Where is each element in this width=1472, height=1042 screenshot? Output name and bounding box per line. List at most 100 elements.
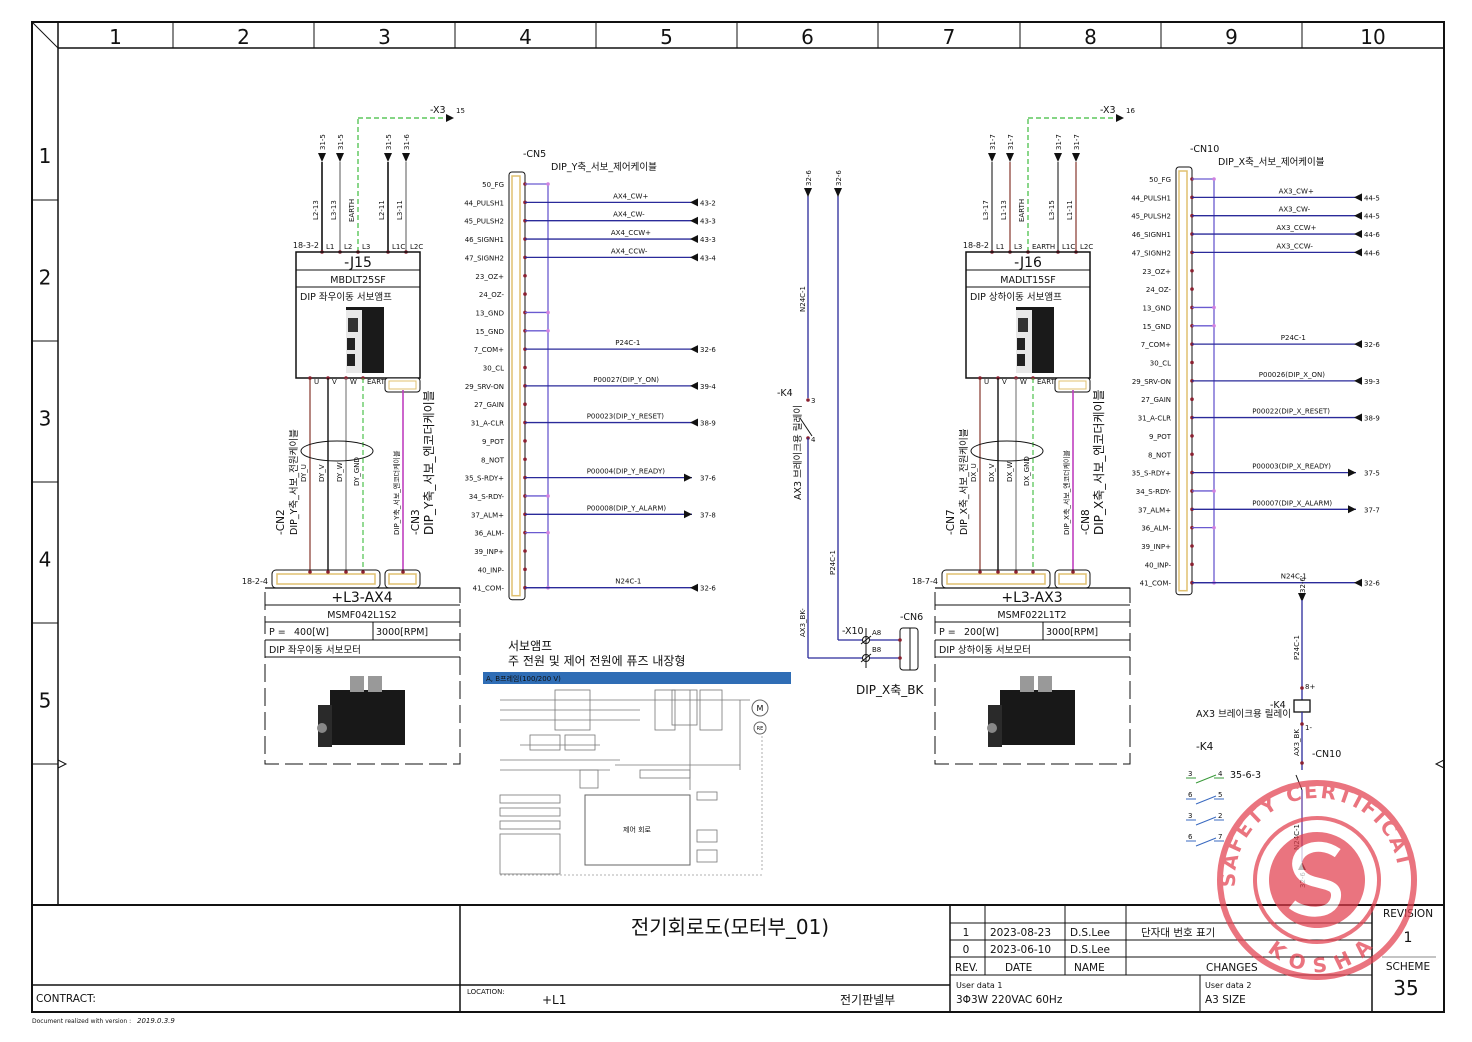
cn10-signal-ref: 44-5 xyxy=(1364,213,1380,221)
row-number: 3 xyxy=(39,407,52,431)
column-number: 3 xyxy=(378,25,391,49)
motor-power-label: P = xyxy=(939,627,956,638)
cn10-signal-label: P24C-1 xyxy=(1281,334,1306,342)
cn10-pin-label: 31_A-CLR xyxy=(1138,415,1171,423)
cn5-signal-ref: 32-6 xyxy=(700,346,716,354)
header-rev: REV. xyxy=(955,962,978,974)
amp-image-port xyxy=(347,338,355,350)
connection-dot xyxy=(523,457,527,462)
earth-terminal-number: 16 xyxy=(1126,107,1135,115)
arrow-right-icon xyxy=(1348,468,1356,477)
servo-diagram-subtitle: 주 전원 및 제어 전원에 퓨즈 내장형 xyxy=(508,654,685,668)
row-number: 4 xyxy=(39,548,52,572)
arrow-left-icon xyxy=(1354,248,1362,257)
column-number: 4 xyxy=(519,25,532,49)
motor-image-shaft xyxy=(987,723,997,733)
cn5-signal-label: AX4_CW- xyxy=(613,211,645,219)
control-circuit-label: 제어 회로 xyxy=(623,825,652,834)
earth-terminal-tag: -X3 xyxy=(430,105,446,116)
cn10-pin-label: 41_COM- xyxy=(1140,580,1172,588)
cn5-tag: -CN5 xyxy=(523,149,546,160)
connection-dot xyxy=(1212,177,1216,181)
coil-pin: 8+ xyxy=(1305,683,1315,691)
cn10-pin-label: 47_SIGNH2 xyxy=(1132,249,1171,257)
column-number: 8 xyxy=(1084,25,1097,49)
cn10-signal-ref: 44-5 xyxy=(1364,194,1380,202)
cn6-connector xyxy=(899,627,919,671)
wire-label: N24C-1 xyxy=(799,286,807,312)
cn5-pin-label: 41_COM- xyxy=(473,585,505,593)
connection-dot xyxy=(1014,570,1018,574)
feed-ref: 31-7 xyxy=(1073,134,1081,150)
cn10-pin-label: 9_POT xyxy=(1149,433,1172,441)
connection-dot xyxy=(523,567,527,572)
cn5-pin-label: 50_FG xyxy=(482,181,504,189)
amp-top-pin: L3 xyxy=(1014,243,1022,251)
revision-date: 2023-08-23 xyxy=(990,927,1051,939)
arrow-down-icon xyxy=(318,153,326,162)
connection-dot xyxy=(401,570,405,574)
contact-switch xyxy=(1195,816,1217,826)
connection-dot xyxy=(546,310,550,315)
cn5-signal-ref: 37-6 xyxy=(700,475,716,483)
cn5-signal-ref: 43-3 xyxy=(700,236,716,244)
encoder-port xyxy=(1054,377,1091,393)
column-number: 2 xyxy=(237,25,250,49)
connection-dot xyxy=(806,398,810,402)
cn5-pin-label: 39_INP+ xyxy=(474,548,504,556)
connection-dot xyxy=(1212,305,1216,310)
amp-image-port xyxy=(1017,338,1025,350)
motor-image-body xyxy=(1000,690,1075,745)
wire-label: L2-11 xyxy=(378,200,386,220)
column-number: 7 xyxy=(943,25,956,49)
drawing-title: 전기회로도(모터부_01) xyxy=(631,915,829,939)
cn10-signal-ref: 32-6 xyxy=(1364,341,1380,349)
header-name: NAME xyxy=(1074,962,1105,974)
cn5-pin-label: 30_CL xyxy=(483,365,504,373)
diagram-block xyxy=(654,689,676,731)
row-number: 1 xyxy=(39,144,52,168)
arrow-left-icon xyxy=(1354,413,1362,422)
amp-image-port xyxy=(347,354,355,366)
revision-date: 2023-06-10 xyxy=(990,944,1051,956)
motor-wire-label: DX_V xyxy=(988,463,996,482)
diagram-block xyxy=(671,689,698,726)
kosha-certification-stamp: SAFETY CERTIFICATION CENTERKOSHA xyxy=(0,0,1418,996)
motor-power-connector-inner xyxy=(276,573,376,585)
cn5-pin-label: 36_ALM- xyxy=(474,530,504,538)
cn10-tag: -CN10 xyxy=(1190,144,1219,155)
connection-dot xyxy=(1190,452,1194,457)
revision-name: D.S.Lee xyxy=(1070,927,1110,939)
servo-motor-model: MSMF022L1T2 xyxy=(997,610,1066,621)
column-number: 5 xyxy=(660,25,673,49)
cn5-pin-label: 31_A-CLR xyxy=(471,420,504,428)
wire-label: AX3_BK xyxy=(1293,729,1301,756)
cn5-pin-label: 8_NOT xyxy=(481,456,505,464)
terminal-b8: B8 xyxy=(872,646,881,654)
cn10-pin-label: 29_SRV-ON xyxy=(1132,378,1171,386)
contact-switch xyxy=(1195,795,1217,805)
motor-wire-label: DY_W xyxy=(336,462,344,482)
arrow-left-icon xyxy=(690,418,698,427)
connection-dot xyxy=(1031,570,1035,574)
connection-dot xyxy=(1212,324,1216,328)
motor-wire-label: DY_U xyxy=(300,464,308,482)
amp-image-display xyxy=(1018,318,1028,332)
connection-dot xyxy=(523,402,527,407)
contact-pin: 3 xyxy=(1188,770,1192,778)
diagram-block xyxy=(499,820,561,830)
wire-label: L3-11 xyxy=(396,200,404,220)
cn5-signal-ref: 39-4 xyxy=(700,383,716,391)
cn5-pin-label: 15_GND xyxy=(476,328,504,336)
cn10-connector-inner xyxy=(1178,170,1188,592)
cn10-signal-ref: 37-7 xyxy=(1364,506,1380,514)
arrow-down-icon xyxy=(804,188,812,197)
cn5-pin-label: 34_S-RDY- xyxy=(469,493,505,501)
wire-label: AX3_BK- xyxy=(799,608,807,637)
stamp-outer-ring xyxy=(1217,780,1417,980)
contact-xref-tag: -K4 xyxy=(1196,741,1214,753)
motor-image-shaft xyxy=(317,723,327,733)
cn5-signal-ref: 43-4 xyxy=(700,254,716,262)
cn10-pin-label: 23_OZ+ xyxy=(1142,268,1171,276)
location-label: LOCATION: xyxy=(467,988,505,996)
